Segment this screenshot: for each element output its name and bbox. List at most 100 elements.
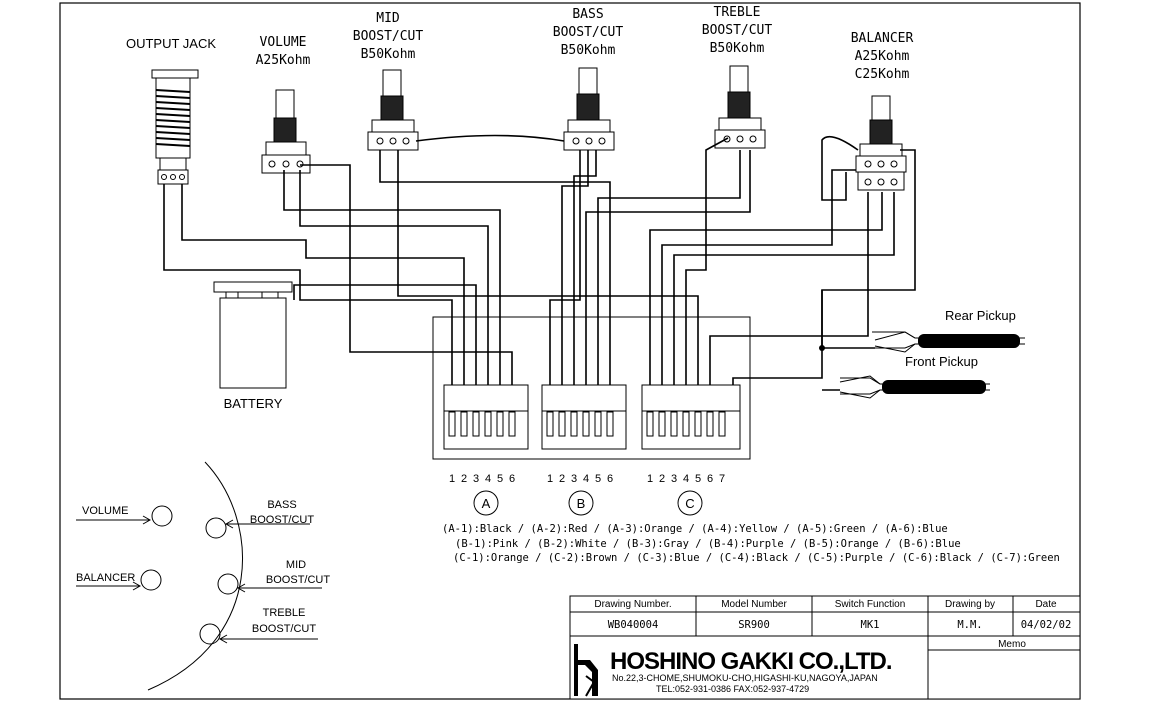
connector-a-pin-number: 5 <box>497 473 503 485</box>
value-drawing-number: WB040004 <box>608 619 659 631</box>
connector-c-pin-number: 7 <box>719 473 725 485</box>
connector-b-pin <box>606 411 614 437</box>
svg-text:BALANCER: BALANCER <box>76 572 135 584</box>
memo-label: Memo <box>998 639 1026 650</box>
value-switch-function: MK1 <box>861 619 880 631</box>
front-pickup-cable <box>839 375 990 399</box>
svg-text:TREBLE: TREBLE <box>263 607 306 619</box>
connector-a-badge: A <box>473 490 499 516</box>
treble-knob-position <box>199 623 221 645</box>
svg-text:MID: MID <box>286 559 306 571</box>
svg-text:BOOST/CUT: BOOST/CUT <box>702 23 773 38</box>
header-drawing-number: Drawing Number. <box>594 599 671 610</box>
control-layout: VOLUME BALANCER BASS BOOST/CUT MID BOOST… <box>76 461 330 691</box>
connector-c-pin <box>670 411 678 437</box>
connector-c-housing <box>641 384 741 450</box>
connector-b-pin <box>558 411 566 437</box>
svg-text:A: A <box>482 496 491 511</box>
volume-knob-position <box>151 505 173 527</box>
svg-text:B50Kohm: B50Kohm <box>561 43 616 58</box>
svg-text:A25Kohm: A25Kohm <box>256 53 311 68</box>
front-pickup-label: Front Pickup <box>905 354 978 369</box>
connector-b-pin <box>582 411 590 437</box>
mid-pot <box>367 69 419 151</box>
connector-a-pin-number: 3 <box>473 473 479 485</box>
value-model-number: SR900 <box>738 619 770 631</box>
preamp-board <box>432 316 751 460</box>
svg-text:B50Kohm: B50Kohm <box>361 47 416 62</box>
connector-b-pin-number: 3 <box>571 473 577 485</box>
svg-text:VOLUME: VOLUME <box>82 505 128 517</box>
svg-text:BASS: BASS <box>572 7 603 22</box>
header-switch-function: Switch Function <box>835 599 906 610</box>
volume-pot <box>261 89 311 174</box>
title-block: Drawing Number. Model Number Switch Func… <box>569 595 1081 700</box>
treble-label: TREBLE BOOST/CUT B50Kohm <box>702 5 773 56</box>
body-outline <box>147 461 244 691</box>
connector-a-pin <box>508 411 516 437</box>
company-address: No.22,3-CHOME,SHUMOKU-CHO,HIGASHI-KU,NAG… <box>612 673 878 683</box>
svg-text:A25Kohm: A25Kohm <box>855 49 910 64</box>
connector-c-pin <box>718 411 726 437</box>
connector-a-pin <box>460 411 468 437</box>
svg-text:MID: MID <box>376 11 400 26</box>
bass-knob-position <box>205 517 227 539</box>
connector-b-pin-number: 4 <box>583 473 589 485</box>
connector-b-pin-number: 5 <box>595 473 601 485</box>
connector-b-badge: B <box>568 490 594 516</box>
volume-label: VOLUME A25Kohm <box>256 35 311 68</box>
svg-text:BALANCER: BALANCER <box>851 31 914 46</box>
balancer-pot <box>855 95 907 191</box>
connector-b-pin-number: 2 <box>559 473 565 485</box>
rear-pickup-label: Rear Pickup <box>945 308 1016 323</box>
connector-a-pin <box>448 411 456 437</box>
svg-text:B: B <box>577 496 586 511</box>
connector-c-pin-number: 5 <box>695 473 701 485</box>
connector-c-pin-number: 3 <box>671 473 677 485</box>
connector-c-pin-number: 4 <box>683 473 689 485</box>
value-date: 04/02/02 <box>1021 619 1072 631</box>
svg-text:BASS: BASS <box>267 499 296 511</box>
connector-c-pin-number: 1 <box>647 473 653 485</box>
company-name: HOSHINO GAKKI CO.,LTD. <box>610 648 892 675</box>
connector-b-pin <box>546 411 554 437</box>
legend-line-c: (C-1):Orange / (C-2):Brown / (C-3):Blue … <box>453 552 1060 564</box>
svg-text:BOOST/CUT: BOOST/CUT <box>353 29 424 44</box>
svg-text:C: C <box>685 496 694 511</box>
svg-text:B50Kohm: B50Kohm <box>710 41 765 56</box>
connector-pins <box>448 411 726 437</box>
legend-line-b: (B-1):Pink / (B-2):White / (B-3):Gray / … <box>455 538 961 550</box>
solder-joint <box>819 345 825 351</box>
wiring <box>163 134 916 391</box>
svg-text:BOOST/CUT: BOOST/CUT <box>250 514 314 526</box>
svg-text:BOOST/CUT: BOOST/CUT <box>553 25 624 40</box>
connector-c-badge: C <box>677 490 703 516</box>
battery <box>213 281 293 389</box>
header-drawing-by: Drawing by <box>945 599 995 610</box>
connector-a-pin <box>484 411 492 437</box>
header-model-number: Model Number <box>721 599 787 610</box>
output-jack-label: OUTPUT JACK <box>126 36 216 51</box>
mid-knob-position <box>217 573 239 595</box>
connector-b-pin <box>570 411 578 437</box>
connector-c-pin <box>706 411 714 437</box>
connector-a-pin-number: 4 <box>485 473 491 485</box>
header-date: Date <box>1035 599 1057 610</box>
connector-b-pin <box>594 411 602 437</box>
legend-line-a: (A-1):Black / (A-2):Red / (A-3):Orange /… <box>442 523 948 535</box>
connector-c-pin <box>658 411 666 437</box>
connector-a-pin-number: 6 <box>509 473 515 485</box>
mid-label: MID BOOST/CUT B50Kohm <box>353 11 424 62</box>
connector-c-pin <box>682 411 690 437</box>
battery-label: BATTERY <box>224 396 283 411</box>
treble-pot <box>714 65 766 149</box>
rear-pickup-cable <box>872 331 1025 353</box>
svg-text:C25Kohm: C25Kohm <box>855 67 910 82</box>
output-jack <box>151 69 199 185</box>
connector-c-pin-number: 6 <box>707 473 713 485</box>
svg-text:TREBLE: TREBLE <box>714 5 761 20</box>
connector-b-pin-number: 1 <box>547 473 553 485</box>
connector-a-pin <box>496 411 504 437</box>
